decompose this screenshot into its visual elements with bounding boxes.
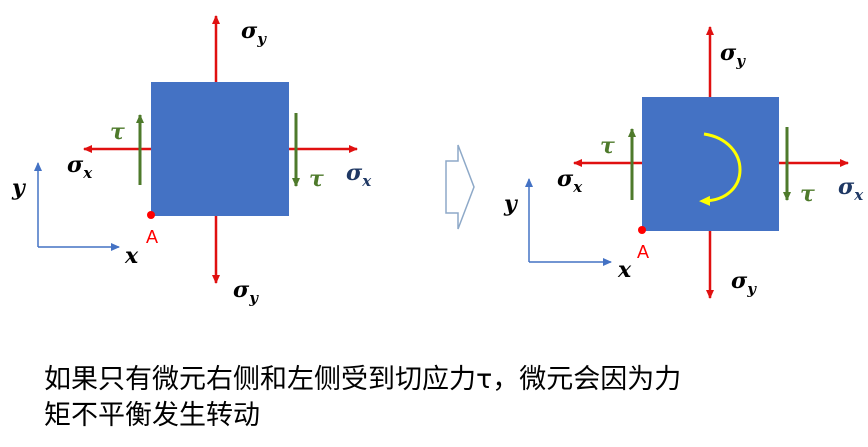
right-sigma-y-bottom-label: σy xyxy=(731,268,757,298)
right-point-a-label: A xyxy=(637,242,649,262)
left-sigma-y-bottom-label: σy xyxy=(233,277,259,307)
left-sigma-y-top-label: σy xyxy=(241,18,267,48)
left-point-a-label: A xyxy=(146,227,158,247)
left-stress-element xyxy=(151,82,289,216)
right-point-a-dot xyxy=(638,226,646,234)
left-x-axis-label: x xyxy=(124,243,139,269)
left-y-axis-label: y xyxy=(11,175,27,201)
right-x-axis-label: x xyxy=(617,257,632,283)
left-point-a-dot xyxy=(147,211,155,219)
left-tau-left-label: τ xyxy=(110,119,125,145)
right-sigma-x-left-label: σx xyxy=(557,166,583,196)
left-tau-right-label: τ xyxy=(309,166,324,192)
right-tau-left-label: τ xyxy=(600,133,615,159)
caption-text: 如果只有微元右侧和左侧受到切应力τ，微元会因为力 矩不平衡发生转动 xyxy=(44,362,844,434)
right-element-group: A σy σy σx σx τ τ y x xyxy=(503,26,864,299)
right-sigma-y-top-label: σy xyxy=(720,40,746,70)
right-sigma-x-right-label: σx xyxy=(838,174,864,204)
right-stress-element xyxy=(642,97,779,231)
left-element-group: A σy σy σx σx τ τ y x xyxy=(11,15,372,307)
stress-element-diagram: A σy σy σx σx τ τ y x A σy σy σx σx τ τ … xyxy=(11,15,864,307)
caption-line-2: 矩不平衡发生转动 xyxy=(44,400,260,431)
left-sigma-x-left-label: σx xyxy=(67,152,93,182)
clockwise-rotation-arrow-icon xyxy=(699,132,742,206)
hollow-right-arrow-icon xyxy=(445,144,475,230)
left-sigma-x-right-label: σx xyxy=(346,160,372,190)
caption-line-1: 如果只有微元右侧和左侧受到切应力τ，微元会因为力 xyxy=(44,364,682,395)
right-tau-right-label: τ xyxy=(800,181,815,207)
right-y-axis-label: y xyxy=(503,191,519,217)
